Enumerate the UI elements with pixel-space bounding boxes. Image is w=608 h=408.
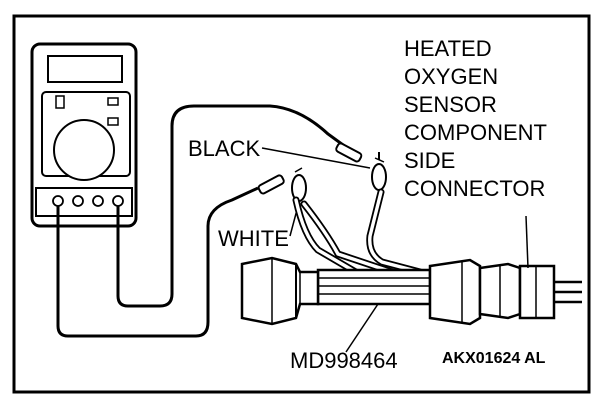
diagram-frame [12,14,591,394]
black-probe-icon [335,142,387,191]
sensor-pointer-line [525,215,529,269]
black-lead-wire [116,104,351,308]
figure-code: AKX01624 AL [442,350,546,367]
white-lead-wire [56,186,259,338]
tool-number-label: MD998464 [290,348,398,373]
sensor-label-line-3: SENSOR [404,92,497,117]
sensor-connector-icon [518,264,582,320]
sensor-label-line-6: CONNECTOR [404,176,546,201]
sensor-label-line-2: OXYGEN [404,64,499,89]
white-lead-label: WHITE [218,226,289,251]
sensor-label-line-5: SIDE [404,148,456,173]
black-lead-label: BLACK [188,136,261,161]
sensor-label-line-1: HEATED [404,36,492,61]
tool-pointer-line [345,303,379,353]
black-pointer-line [261,147,371,169]
test-harness-icon [240,256,522,326]
multimeter-icon [30,42,138,228]
sensor-label-line-4: COMPONENT [404,120,547,145]
harness-wires [292,188,424,282]
white-probe-icon [257,167,307,202]
